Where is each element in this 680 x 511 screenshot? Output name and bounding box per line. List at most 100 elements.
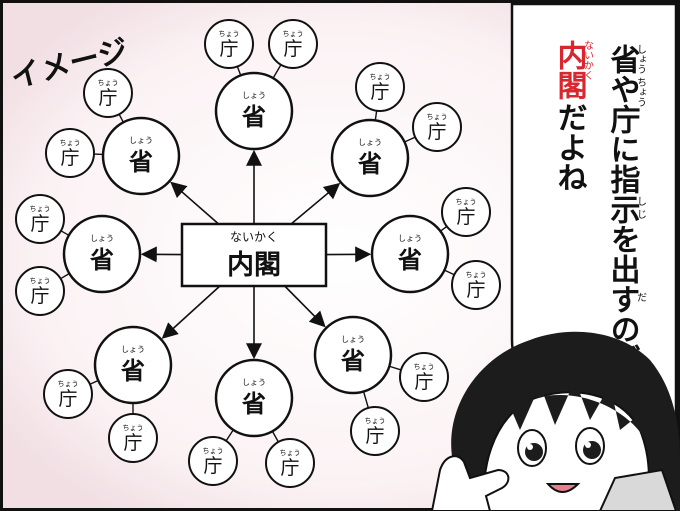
- agency-node-8-1-label: 庁: [414, 371, 433, 393]
- agency-node-2-1-label: 庁: [219, 38, 238, 60]
- arrow-to-ministry-3: [290, 182, 341, 225]
- agency-node-7-1-label: 庁: [203, 455, 222, 477]
- agency-node-7-1-ruby: ちょう: [203, 447, 224, 455]
- agency-node-8-1-ruby: ちょう: [414, 363, 435, 371]
- ministry-node-1-label: 省: [128, 148, 153, 176]
- bubble-column-2-ruby: ないかく: [582, 40, 594, 80]
- agency-node-1-2-label: 庁: [60, 147, 79, 169]
- agency-node-3-1-label: 庁: [370, 81, 389, 103]
- agency-node-4-2-circle: [15, 266, 65, 316]
- agency-node-5-2-circle: [451, 260, 501, 310]
- agency-node-6-1-circle: [43, 369, 93, 419]
- character-shoulder: [598, 468, 678, 511]
- bubble-highlight-cabinet: 内閣: [552, 40, 587, 100]
- bubble-extra-ruby-1: し じ: [635, 196, 646, 219]
- agency-node-8-2-label: 庁: [365, 425, 384, 447]
- ministry-node-7-circle: [214, 358, 294, 438]
- ministry-node-7-ruby: しょう: [242, 378, 266, 387]
- agency-node-6-2-ruby: ちょう: [123, 424, 144, 432]
- agency-node-6-2-circle: [108, 413, 158, 463]
- link-ministry-2-agency-2: [272, 64, 282, 79]
- agency-node-3-2-circle: [412, 102, 462, 152]
- agency-node-7-2-circle: [265, 438, 315, 488]
- link-ministry-6-agency-1: [89, 379, 99, 385]
- speech-bubble: しょう ちょう 省や庁に指示を出すのが し じ だ ないかく 内閣 だよね: [510, 2, 678, 442]
- ministry-node-3-label: 省: [357, 150, 382, 178]
- agency-node-5-1-label: 庁: [456, 206, 475, 228]
- agency-node-6-2-label: 庁: [123, 432, 142, 454]
- ministry-node-1-ruby: しょう: [129, 136, 153, 145]
- link-ministry-4-agency-1: [60, 230, 70, 236]
- ministry-node-8-circle: [313, 315, 393, 395]
- ministry-node-4-circle: [62, 214, 142, 294]
- link-ministry-8-agency-1: [389, 365, 402, 371]
- agency-node-3-2-label: 庁: [427, 121, 446, 143]
- ministry-node-4-ruby: しょう: [90, 234, 114, 243]
- bubble-column-1-ruby: しょう ちょう: [635, 44, 646, 107]
- ministry-node-2-circle: [214, 71, 294, 151]
- agency-node-6-1-ruby: ちょう: [58, 380, 79, 388]
- bubble-column-1-text: 省や庁に指示を出すのが: [605, 44, 641, 374]
- link-ministry-1-agency-1: [118, 113, 124, 123]
- agency-node-1-1-circle: [83, 68, 133, 118]
- diagram-edges: [60, 64, 455, 443]
- agency-node-4-1-ruby: ちょう: [30, 205, 51, 213]
- agency-node-5-1-ruby: ちょう: [456, 198, 477, 206]
- character-right-highlight: [585, 442, 591, 448]
- link-ministry-5-agency-2: [444, 269, 455, 276]
- arrow-to-ministry-1: [170, 181, 220, 225]
- link-ministry-7-agency-2: [271, 430, 279, 443]
- agency-node-4-1-circle: [15, 194, 65, 244]
- agency-node-3-2-ruby: ちょう: [427, 113, 448, 121]
- link-ministry-5-agency-1: [439, 225, 448, 232]
- ministry-node-2-label: 省: [241, 103, 266, 131]
- bubble-column-2-text: だよね: [552, 102, 587, 192]
- central-node-label: 内閣: [227, 250, 281, 281]
- character-left-highlight: [527, 444, 533, 450]
- agency-node-4-1-label: 庁: [30, 213, 49, 235]
- link-ministry-8-agency-2: [362, 391, 369, 409]
- ministry-node-6-label: 省: [120, 357, 145, 385]
- agency-node-8-2-circle: [350, 406, 400, 456]
- agency-node-2-2-ruby: ちょう: [283, 30, 304, 38]
- agency-node-7-1-circle: [188, 436, 238, 486]
- agency-node-8-2-ruby: ちょう: [365, 417, 386, 425]
- arrow-to-ministry-6: [161, 285, 221, 339]
- agency-node-3-1-circle: [355, 62, 405, 112]
- ministry-node-7-label: 省: [241, 390, 266, 418]
- agency-node-2-2-label: 庁: [283, 38, 302, 60]
- character-illustration: [430, 331, 680, 511]
- character-bangs: [488, 380, 650, 450]
- agency-node-5-1-circle: [441, 187, 491, 237]
- agency-node-6-1-label: 庁: [58, 388, 77, 410]
- bubble-extra-ruby-2: だ: [635, 292, 647, 302]
- link-ministry-3-agency-1: [374, 110, 378, 121]
- agency-node-1-1-label: 庁: [98, 87, 117, 109]
- agency-node-5-2-ruby: ちょう: [466, 271, 487, 279]
- link-ministry-2-agency-1: [236, 66, 242, 76]
- ministry-node-8-label: 省: [340, 347, 365, 375]
- ministry-node-6-ruby: しょう: [121, 345, 145, 354]
- agency-node-8-1-circle: [399, 352, 449, 402]
- character-mouth: [545, 483, 581, 493]
- agency-node-3-1-ruby: ちょう: [370, 73, 391, 81]
- agency-node-2-2-circle: [268, 19, 318, 69]
- arrow-to-ministry-8: [284, 285, 326, 328]
- agency-node-1-2-circle: [45, 128, 95, 178]
- agency-node-1-2-ruby: ちょう: [60, 139, 81, 147]
